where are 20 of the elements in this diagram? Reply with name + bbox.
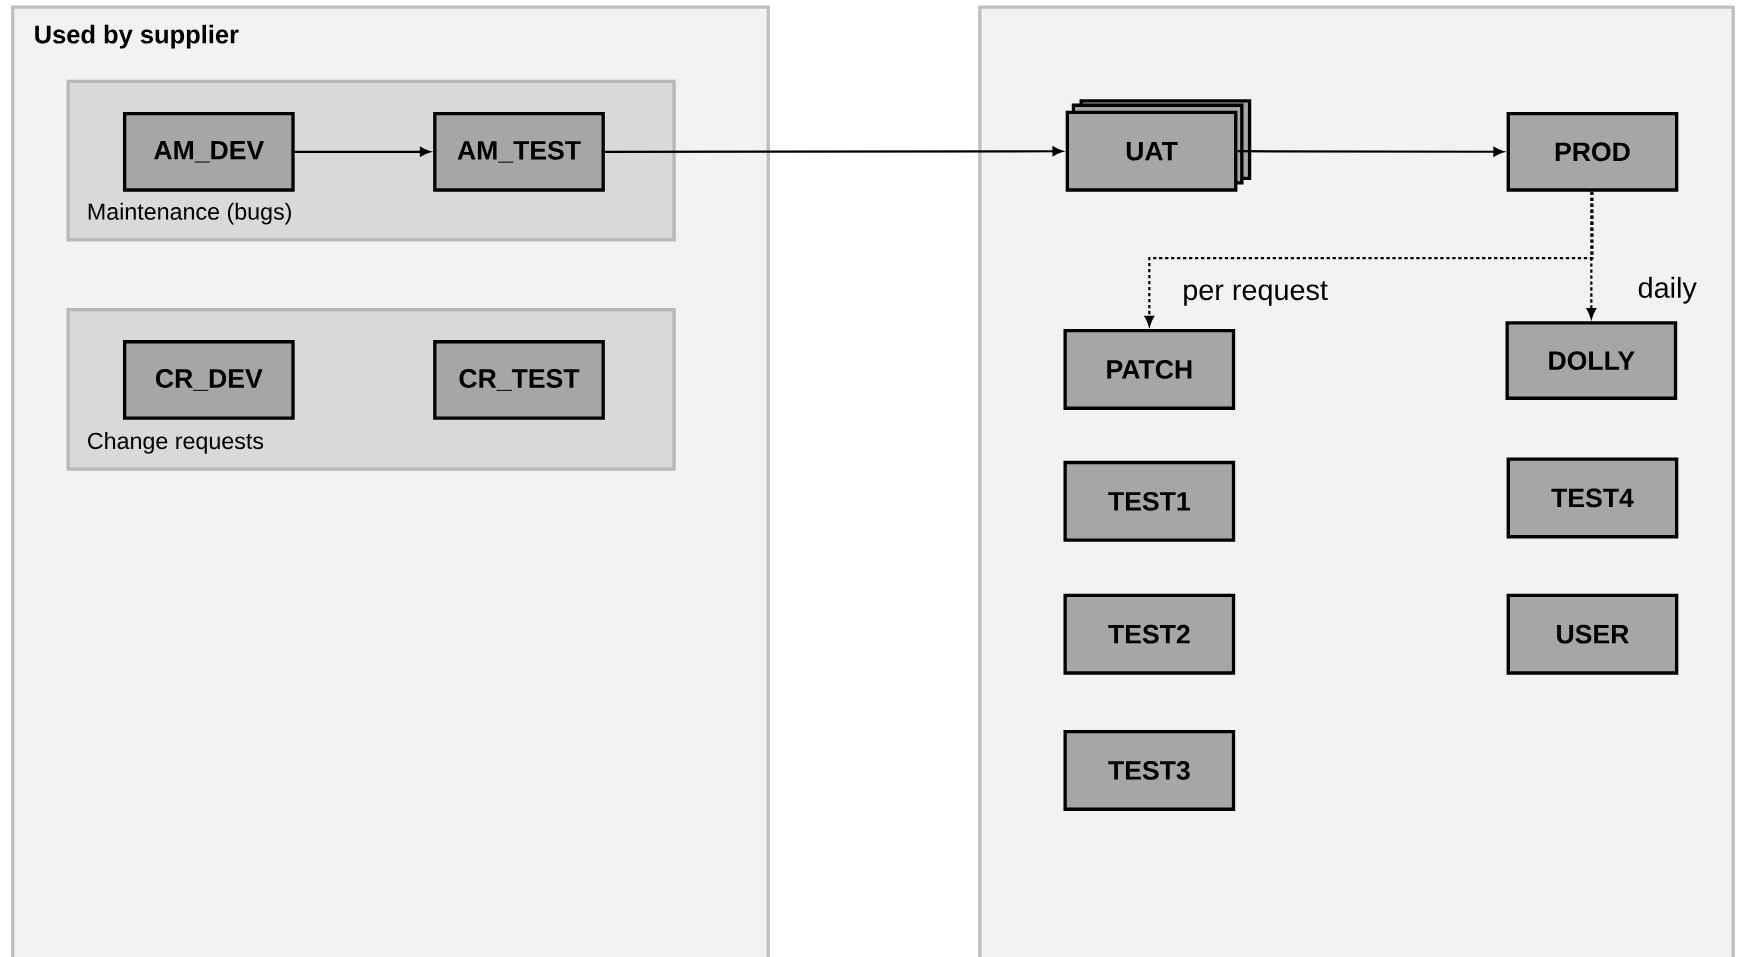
environment-box: TEST3 <box>1063 730 1236 811</box>
environment-box: DOLLY <box>1505 321 1678 400</box>
environment-box: TEST1 <box>1063 460 1236 542</box>
stacked-environment-box: UAT <box>1065 99 1252 192</box>
environment-box: CR_DEV <box>122 340 295 420</box>
arrow <box>1586 191 1596 319</box>
arrow <box>604 146 1063 156</box>
environment-box: PROD <box>1506 111 1679 192</box>
environment-box: TEST4 <box>1506 457 1679 539</box>
arrow <box>1237 147 1504 157</box>
environment-box: USER <box>1506 593 1679 675</box>
environment-box: PATCH <box>1063 328 1236 410</box>
edge-label: daily <box>1635 274 1700 306</box>
arrow <box>1144 191 1594 326</box>
environment-box: AM_DEV <box>122 111 295 192</box>
environment-box: AM_TEST <box>433 111 605 192</box>
edge-label: per request <box>1180 279 1331 309</box>
arrow <box>294 147 431 157</box>
environment-box: CR_TEST <box>433 340 605 420</box>
environment-box: TEST2 <box>1063 593 1236 675</box>
